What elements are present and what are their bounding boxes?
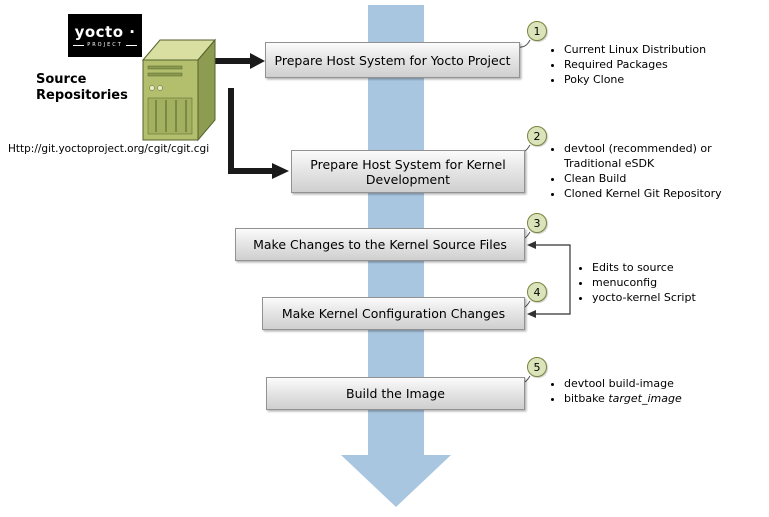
note-item: Edits to source [592,260,769,275]
note-item: Current Linux Distribution [564,42,769,57]
step-box-build-image: Build the Image [266,377,525,410]
yocto-logo-subtitle-row: PROJECT [73,42,137,48]
source-repositories-label: Source Repositories [36,72,128,103]
note-text-italic: target_image [608,392,682,405]
note-item: menuconfig [592,275,769,290]
step1-notes: Current Linux Distribution Required Pack… [550,42,769,87]
note-item: bitbake target_image [564,391,754,406]
step-box-prepare-host-yocto: Prepare Host System for Yocto Project [265,42,520,78]
step-box-prepare-host-kernel: Prepare Host System for Kernel Developme… [291,150,525,193]
yocto-logo: yocto · PROJECT [68,14,142,57]
step5-notes: devtool build-image bitbake target_image [550,376,754,406]
step-number-4: 4 [527,282,547,302]
step-number-3: 3 [527,213,547,233]
step-box-make-source-changes: Make Changes to the Kernel Source Files [235,228,525,261]
note-item: yocto-kernel Script [592,290,769,305]
step-box-make-config-changes: Make Kernel Configuration Changes [262,297,525,330]
server-icon [141,38,217,142]
source-repositories-url: Http://git.yoctoproject.org/cgit/cgit.cg… [8,143,210,155]
step-number-1: 1 [527,21,547,41]
step-number-2: 2 [527,126,547,146]
logo-rule-right [125,44,137,46]
note-item: Cloned Kernel Git Repository [564,186,726,201]
step2-notes: devtool (recommended) or Traditional eSD… [550,141,726,201]
note-item: Poky Clone [564,72,769,87]
steps3-4-notes: Edits to source menuconfig yocto-kernel … [578,260,769,305]
yocto-logo-subtitle: PROJECT [87,42,123,48]
step-number-5: 5 [527,357,547,377]
yocto-logo-text: yocto · [74,23,136,41]
logo-rule-left [73,44,85,46]
note-item: Clean Build [564,171,726,186]
note-item: Required Packages [564,57,769,72]
flow-arrow-head [341,455,451,507]
note-item: devtool (recommended) or Traditional eSD… [564,141,726,171]
note-text: bitbake [564,392,609,405]
note-item: devtool build-image [564,376,754,391]
